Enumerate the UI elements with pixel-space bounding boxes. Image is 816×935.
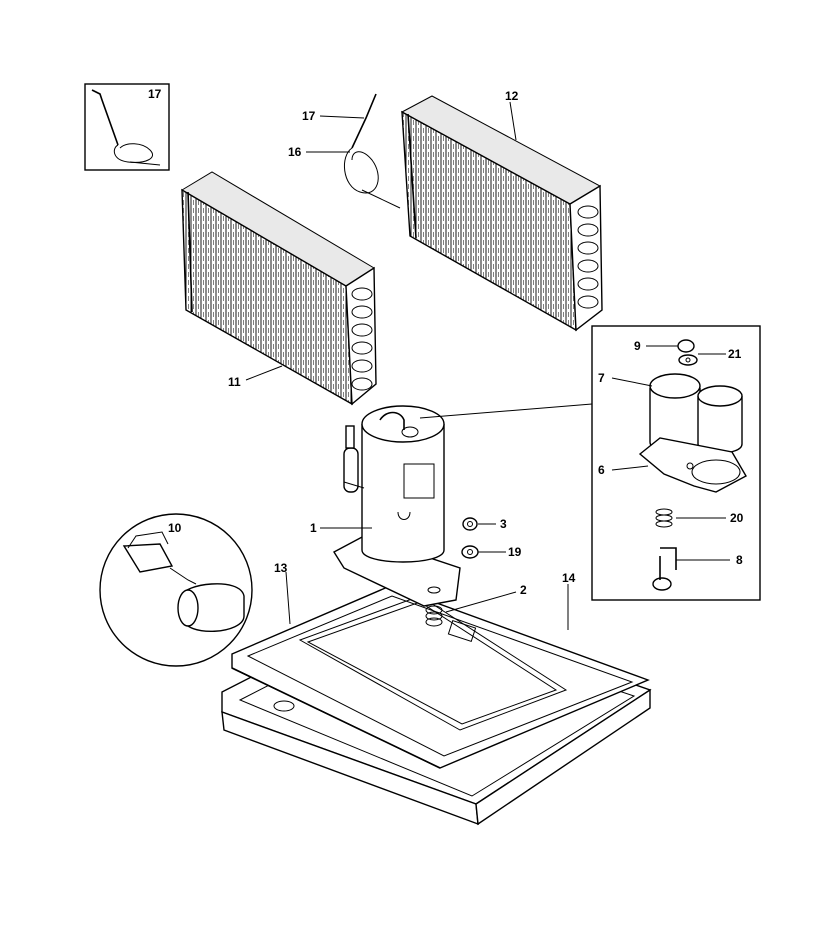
- callout-11: 11: [228, 375, 241, 389]
- callout-20: 20: [730, 511, 744, 525]
- callout-6: 6: [598, 463, 605, 477]
- callout-16: 16: [288, 145, 302, 159]
- callout-7: 7: [598, 371, 605, 385]
- callout-2: 2: [520, 583, 527, 597]
- terminal-magnifier-circle: [99, 513, 253, 667]
- leader-lines: [245, 101, 730, 630]
- callout-9: 9: [634, 339, 641, 353]
- callout-13: 13: [274, 561, 288, 575]
- coil-tube-bends-11: [351, 287, 373, 391]
- capillary-inset-box: [84, 83, 170, 171]
- callout-3: 3: [500, 517, 507, 531]
- callout-1: 1: [310, 521, 317, 535]
- callout-12: 12: [505, 89, 519, 103]
- grommet-spring: [425, 605, 443, 627]
- callout-19: 19: [508, 545, 522, 559]
- condenser-coil: [181, 171, 377, 406]
- nut-and-washer: [461, 517, 479, 559]
- compressor: [333, 405, 461, 607]
- callout-21: 21: [728, 347, 742, 361]
- callout-14: 14: [562, 571, 576, 585]
- callout-10: 10: [168, 521, 182, 535]
- base-pan-drain-tray: [231, 585, 650, 769]
- capillary-tube-assembly: [344, 93, 401, 209]
- callout-17: 17: [302, 109, 316, 123]
- coil-tube-bends-12: [577, 205, 599, 309]
- callout-17-inset: 17: [148, 87, 162, 101]
- protector-detail-box: [419, 325, 761, 601]
- callout-8: 8: [736, 553, 743, 567]
- callout-labels: 17 12 17 16 11 9 21 7 6 20 8 1 3 19 10 1…: [148, 87, 744, 597]
- evaporator-coil: [400, 95, 603, 332]
